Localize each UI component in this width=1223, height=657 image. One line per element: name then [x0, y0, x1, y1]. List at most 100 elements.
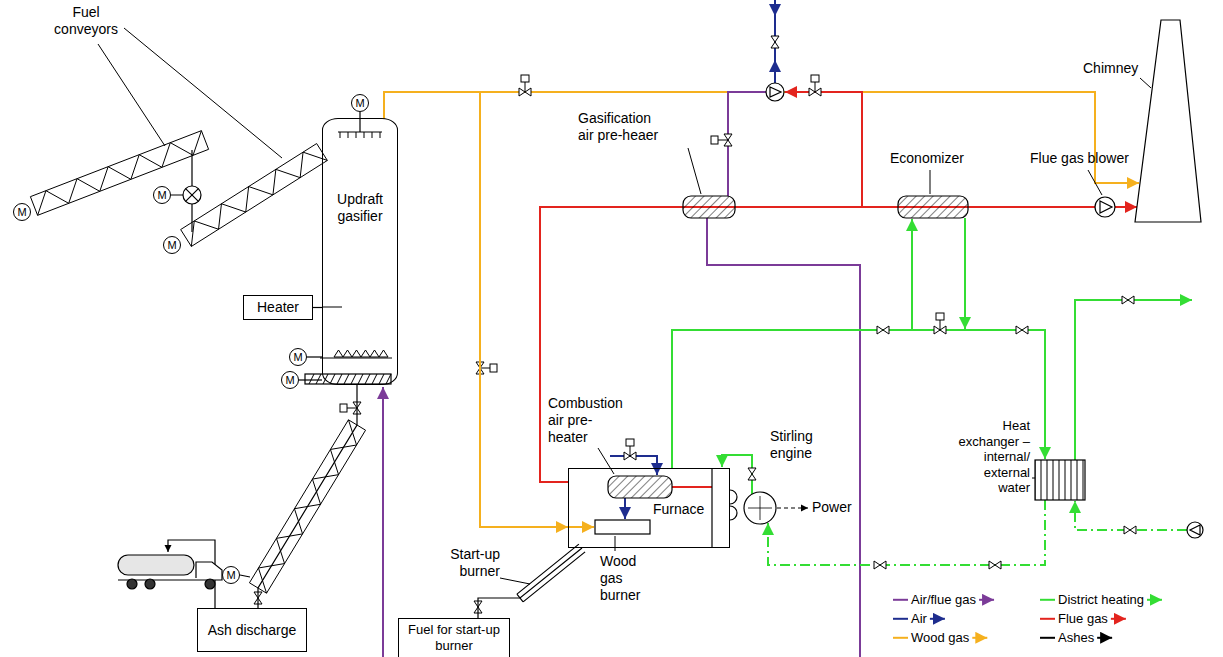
equipment: [118, 562, 222, 580]
district-heating-line: [1075, 501, 1187, 530]
legend-line: [1040, 599, 1055, 601]
leader-line: [930, 170, 931, 194]
district-heating-line: [768, 500, 1045, 565]
fuel-tank-box: Fuel for start-up burner: [398, 618, 510, 657]
rake-tine: [348, 132, 349, 138]
part-label: Wood gas burner: [600, 553, 652, 603]
valve-symbol: [1122, 296, 1134, 304]
screw-flight: [344, 374, 349, 384]
legend-arrow: [1147, 599, 1162, 601]
legend-arrow: [1111, 618, 1126, 620]
grate-bar: [320, 358, 392, 359]
equipment: [770, 87, 781, 97]
legend-line: [893, 618, 908, 620]
equipment: [608, 476, 672, 498]
flue-gas-line: [672, 486, 712, 488]
air-line: [624, 498, 626, 519]
motor-symbol: M: [13, 203, 31, 221]
equipment: [1187, 522, 1203, 538]
legend-arrow: [979, 599, 994, 601]
district-heating-line: [1075, 300, 1192, 460]
equipment: [127, 579, 137, 589]
motor-letter: M: [17, 207, 26, 218]
screw-flight: [330, 374, 335, 384]
district-heating-line: [964, 218, 966, 329]
wood-gas-line: [480, 92, 1139, 527]
valve-symbol: [809, 75, 821, 96]
flue-gas-line: [785, 92, 862, 207]
equipment: [183, 186, 201, 204]
air-line: [774, 60, 776, 76]
leader-line: [124, 28, 282, 158]
leader-line: [1140, 78, 1151, 88]
furnace-box: Furnace: [568, 468, 730, 548]
valve-symbol: [874, 561, 886, 569]
legend-text: Wood gas: [911, 630, 969, 646]
air-flue-gas-line: [382, 387, 384, 657]
equipment: [118, 20, 1203, 608]
motor-symbol: M: [281, 371, 299, 389]
legend-line: [893, 599, 908, 601]
screw-flight: [365, 374, 370, 384]
rake-tine: [340, 132, 341, 138]
node-text: Ash discharge: [208, 622, 297, 639]
conveyor-band: [38, 149, 209, 215]
valve-symbol: [1016, 326, 1028, 334]
motor-letter: M: [157, 190, 166, 201]
equipment: [186, 189, 199, 202]
leader-line: [98, 44, 165, 146]
air-line: [774, 1, 776, 16]
screw-flight: [323, 374, 328, 384]
pipe-connector: [307, 356, 322, 357]
pipe-connector: [313, 307, 322, 308]
leader-line: [98, 28, 1151, 584]
grate-tooth: [334, 350, 343, 357]
pipe-connector: [258, 385, 357, 608]
air-flue-gas-line: [383, 92, 860, 657]
equipment: [1135, 20, 1201, 222]
part-label: Economizer: [890, 150, 964, 167]
node-text: Furnace: [653, 501, 704, 518]
node-text: Fuel for start-up burner: [403, 622, 505, 653]
part-label: Flue gas blower: [1030, 150, 1129, 167]
grate-tooth: [352, 350, 361, 357]
legend-line: [1040, 618, 1055, 620]
leader-line: [1032, 478, 1035, 479]
motor-symbol: M: [153, 186, 171, 204]
equipment: [1035, 460, 1085, 500]
leader-line: [598, 448, 614, 474]
part-label: Start-up burner: [428, 546, 500, 580]
legend-arrow: [972, 637, 987, 639]
part-label: Combustion air pre-heater: [548, 395, 630, 445]
equipment: [748, 496, 772, 520]
legend-text: Air/flue gas: [911, 592, 976, 608]
screw-flight: [386, 374, 391, 384]
legend-arrow: [930, 618, 945, 620]
part-label: Power: [812, 499, 852, 516]
legend-arrow: [1097, 637, 1112, 639]
valve-symbol: [1124, 526, 1136, 534]
equipment: [145, 579, 155, 589]
leader-line: [615, 536, 616, 551]
leader-line: [688, 148, 701, 194]
valve-symbol: [519, 75, 531, 96]
ash-discharge-box: Ash discharge: [197, 608, 307, 652]
heater-box: Heater: [243, 295, 313, 320]
district-heating-line: [911, 219, 913, 330]
valve-symbol: [989, 561, 1001, 569]
equipment: [1190, 525, 1200, 535]
district-heating-line: [672, 218, 1192, 565]
conveyor-band: [30, 197, 37, 216]
rake-tine: [364, 132, 365, 138]
motor-symbol: M: [289, 348, 307, 366]
legend-line: [893, 637, 908, 639]
equipment: [305, 374, 391, 384]
node-text: Heater: [257, 299, 299, 316]
motor-symbol: M: [351, 94, 369, 112]
conveyor-truss: [38, 131, 202, 216]
legend-text: Flue gas: [1058, 611, 1108, 627]
valve-symbol: [771, 36, 779, 48]
conveyor-band: [191, 160, 327, 246]
equipment: [730, 490, 737, 520]
equipment: [118, 555, 194, 575]
